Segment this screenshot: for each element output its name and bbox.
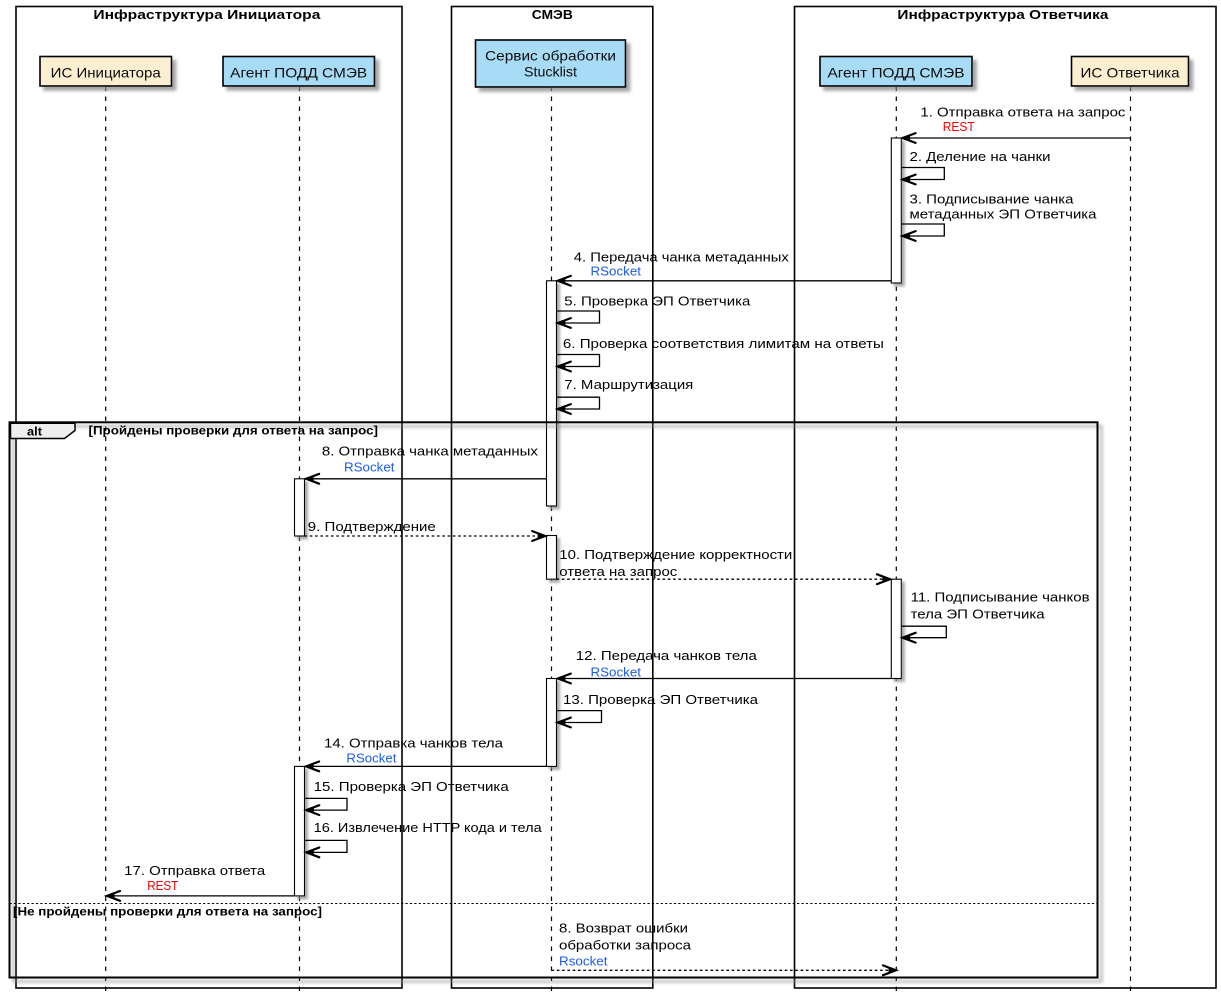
- svg-text:3. Подписывание чанка: 3. Подписывание чанка: [910, 191, 1075, 206]
- svg-text:СМЭВ: СМЭВ: [532, 7, 573, 22]
- svg-text:тела ЭП Ответчика: тела ЭП Ответчика: [911, 607, 1046, 622]
- svg-text:RSocket: RSocket: [344, 460, 395, 475]
- svg-text:7. Маршрутизация: 7. Маршрутизация: [564, 377, 693, 392]
- svg-text:Сервис обработки: Сервис обработки: [485, 47, 616, 63]
- svg-text:RSocket: RSocket: [346, 751, 396, 766]
- svg-text:Агент ПОДД СМЭВ: Агент ПОДД СМЭВ: [828, 64, 965, 80]
- svg-text:Агент ПОДД СМЭВ: Агент ПОДД СМЭВ: [230, 64, 367, 80]
- svg-text:метаданных ЭП Ответчика: метаданных ЭП Ответчика: [910, 207, 1098, 222]
- svg-text:обработки запроса: обработки запроса: [559, 938, 692, 953]
- svg-text:[Пройдены проверки для ответа: [Пройдены проверки для ответа на запрос]: [89, 424, 379, 438]
- svg-text:16. Извлечение HTTP кода и тел: 16. Извлечение HTTP кода и тела: [314, 820, 543, 835]
- svg-text:14. Отправка чанков тела: 14. Отправка чанков тела: [324, 736, 504, 751]
- svg-text:4. Передача чанка метаданных: 4. Передача чанка метаданных: [574, 249, 790, 264]
- svg-text:ответа на запрос: ответа на запрос: [559, 564, 678, 579]
- svg-text:1. Отправка ответа на запрос: 1. Отправка ответа на запрос: [920, 105, 1126, 120]
- svg-text:8. Отправка чанка метаданных: 8. Отправка чанка метаданных: [322, 443, 539, 458]
- svg-text:17. Отправка ответа: 17. Отправка ответа: [124, 863, 266, 878]
- svg-text:Инфраструктура Инициатора: Инфраструктура Инициатора: [93, 7, 321, 22]
- svg-text:RSocket: RSocket: [591, 664, 642, 679]
- svg-text:12. Передача чанков тела: 12. Передача чанков тела: [576, 648, 758, 663]
- svg-text:9. Подтверждение: 9. Подтверждение: [308, 519, 436, 534]
- svg-text:11. Подписывание чанков: 11. Подписывание чанков: [911, 590, 1090, 605]
- svg-text:RSocket: RSocket: [591, 263, 642, 278]
- svg-text:alt: alt: [27, 424, 42, 438]
- svg-text:5. Проверка ЭП Ответчика: 5. Проверка ЭП Ответчика: [564, 294, 751, 309]
- svg-text:REST: REST: [147, 878, 178, 893]
- svg-text:15. Проверка ЭП Ответчика: 15. Проверка ЭП Ответчика: [314, 779, 510, 794]
- svg-text:10. Подтверждение корректности: 10. Подтверждение корректности: [559, 547, 792, 562]
- svg-text:6. Проверка соответствия лимит: 6. Проверка соответствия лимитам на отве…: [563, 336, 884, 351]
- svg-text:ИС Инициатора: ИС Инициатора: [51, 64, 161, 80]
- svg-text:[Не пройдены проверки для отве: [Не пройдены проверки для ответа на запр…: [13, 904, 322, 918]
- svg-text:2. Деление на чанки: 2. Деление на чанки: [910, 149, 1051, 164]
- svg-text:ИС Ответчика: ИС Ответчика: [1081, 64, 1180, 80]
- svg-text:Rsocket: Rsocket: [559, 953, 608, 968]
- svg-text:8. Возврат ошибки: 8. Возврат ошибки: [559, 921, 688, 936]
- svg-text:REST: REST: [943, 119, 975, 134]
- svg-text:Инфраструктура Ответчика: Инфраструктура Ответчика: [897, 7, 1109, 22]
- svg-text:13. Проверка ЭП Ответчика: 13. Проверка ЭП Ответчика: [563, 692, 759, 707]
- svg-text:Stucklist: Stucklist: [524, 64, 577, 80]
